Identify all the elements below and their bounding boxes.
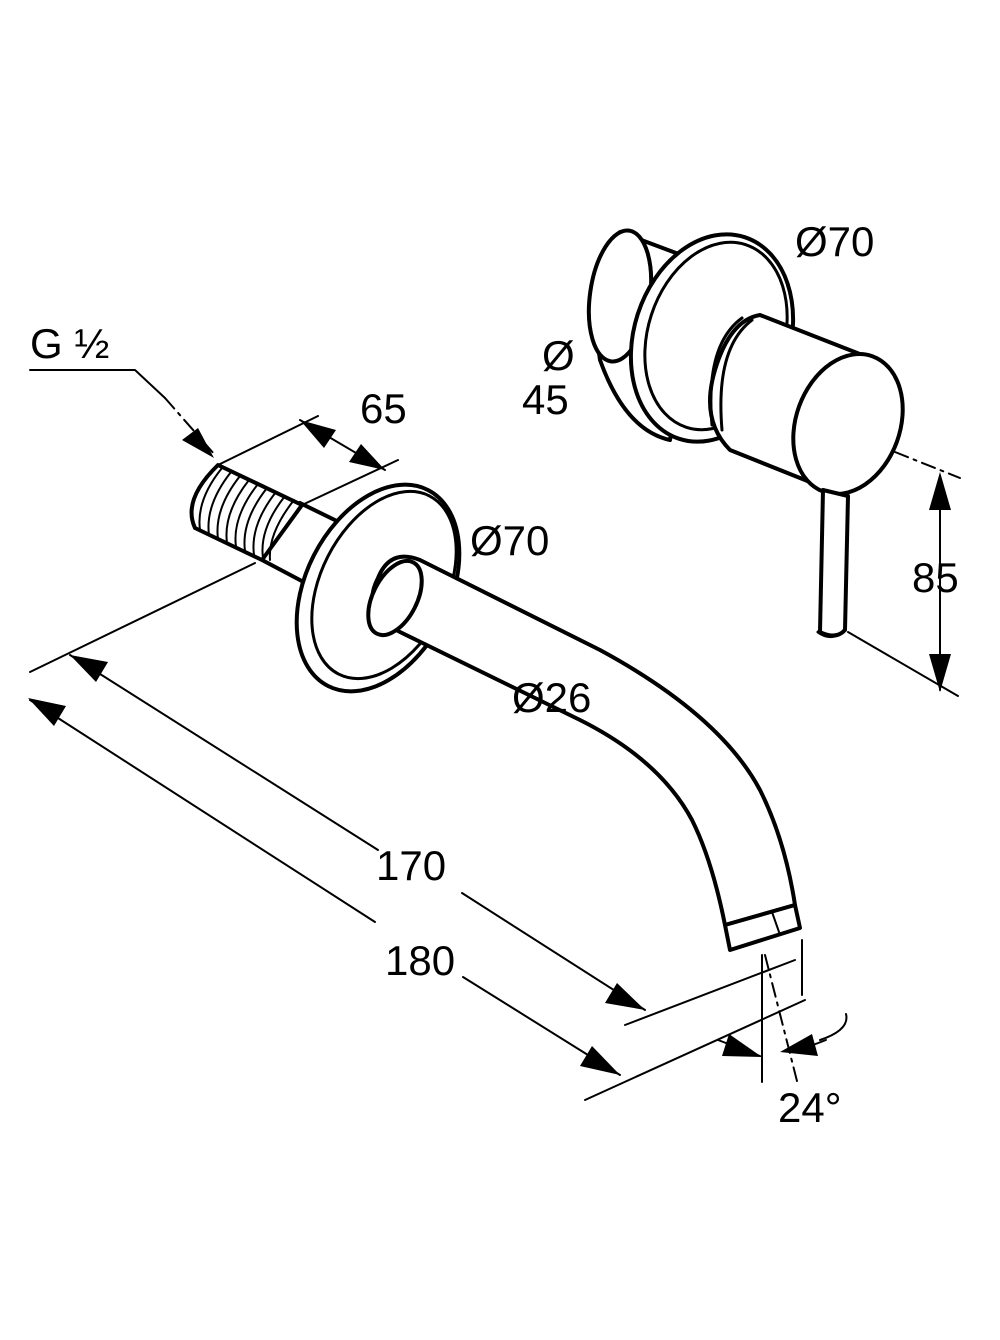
lever-stick (816, 488, 850, 638)
dim-070-handle-label: Ø70 (795, 218, 874, 265)
spout-assembly (189, 463, 802, 952)
dim-170-label: 170 (376, 842, 446, 889)
thread-connector (189, 463, 304, 562)
dim-180-label: 180 (385, 937, 455, 984)
dim-045-label: 45 (522, 376, 569, 423)
dim-65-label: 65 (360, 385, 407, 432)
dim-026-label: Ø26 (512, 674, 591, 721)
lever-handle (708, 313, 905, 496)
dim-070-spout-label: Ø70 (470, 517, 549, 564)
spout-body (366, 554, 802, 952)
thread-label: G ½ (30, 320, 109, 367)
dim-045-symbol: Ø (542, 332, 575, 379)
dim-85-label: 85 (912, 554, 959, 601)
mixer-assembly (586, 228, 905, 638)
dimension-labels: G ½ 65 Ø70 Ø26 Ø70 Ø 45 85 170 180 24° (30, 218, 959, 1131)
angle-24-label: 24° (778, 1084, 842, 1131)
dimension-lines (28, 369, 961, 1101)
